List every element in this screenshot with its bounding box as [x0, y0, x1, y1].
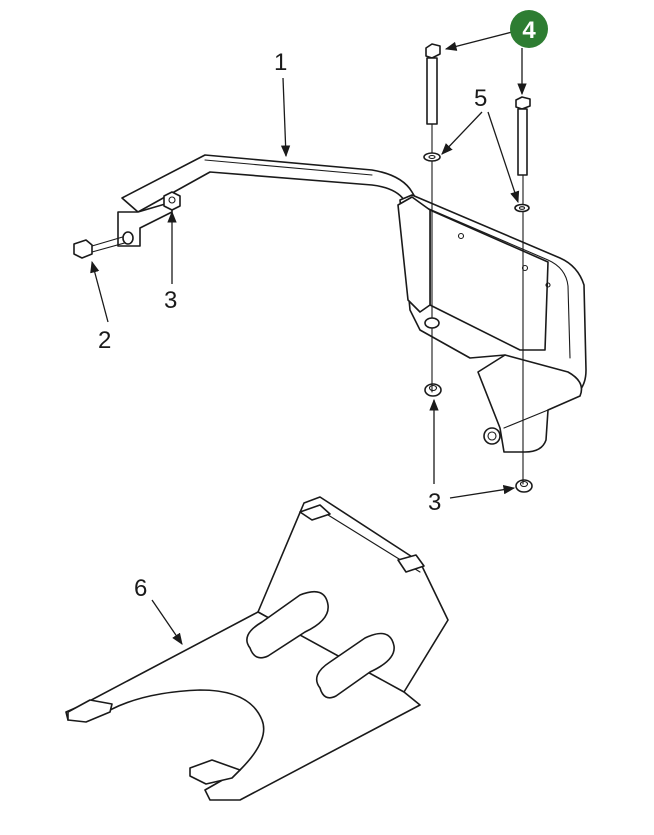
washer-right	[514, 203, 530, 213]
callout-3-left: 3	[164, 287, 177, 314]
flange-nut-upper	[163, 191, 181, 211]
flange-nut-on-flange	[483, 427, 501, 445]
callout-1: 1	[274, 49, 287, 76]
leader-lines	[90, 31, 527, 645]
callout-5: 5	[474, 85, 487, 112]
flange-nut-lower	[515, 479, 533, 493]
flange-bolt-left	[73, 231, 134, 259]
washer-slot-mid	[424, 317, 440, 329]
callout-2: 2	[98, 327, 111, 354]
base-plate	[65, 496, 449, 801]
callout-4-badge: 4	[510, 10, 548, 48]
flange-nut-middle	[424, 383, 442, 397]
callout-3-right: 3	[428, 489, 441, 516]
long-bolt-right	[515, 96, 531, 485]
callout-4: 4	[522, 17, 536, 44]
long-bolt-left	[425, 43, 441, 393]
callout-6: 6	[134, 575, 147, 602]
washer-left	[423, 152, 441, 162]
bracket-arm	[117, 154, 587, 453]
